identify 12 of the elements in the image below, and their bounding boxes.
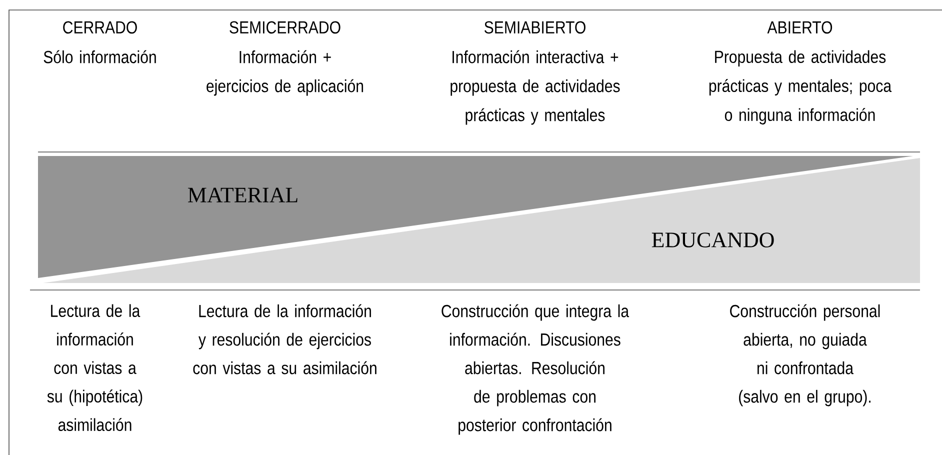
column-heading: SEMIABIERTO (484, 21, 586, 34)
column-description: Información + ejercicios de aplicación (206, 50, 364, 96)
activity-description: Lectura de la información y resolución de ejercicios con vistas a su asimilación (193, 304, 376, 374)
column-heading: ABIERTO (767, 21, 832, 34)
column-description: Sólo información (44, 50, 156, 64)
column-heading: SEMICERRADO (230, 21, 340, 34)
column-description: Información interactiva + propuesta de actividades prácticas y mentales (450, 50, 620, 125)
column-description: Propuesta de actividades prácticas y mentales; poca o ninguna información (709, 50, 892, 125)
activity-description: Lectura de la información con vistas a su (hipotética) asimilación (47, 304, 142, 432)
column-heading: CERRADO (63, 21, 137, 34)
activity-description: Construcción que integra la información. Discusiones abiertas. Resolución de problemas con posterior confrontación (442, 304, 630, 435)
activity-description: Construcción personal abierta, no guiada ni confrontada (salvo en el grupo). (730, 304, 880, 406)
